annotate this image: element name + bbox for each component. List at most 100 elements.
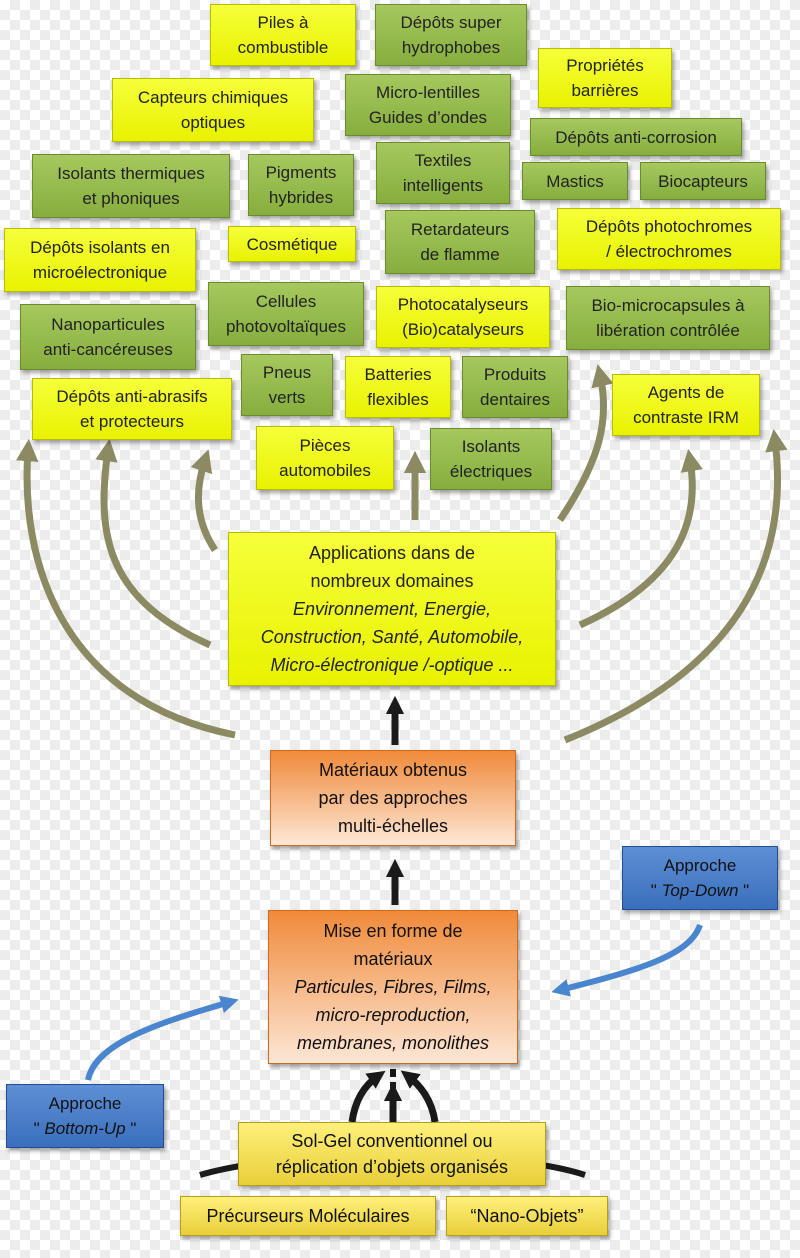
approach-label: Approche	[663, 856, 737, 875]
box-depots-super-hydrophobes: Dépôts super hydrophobes	[375, 4, 527, 66]
box-line: Pigments	[265, 163, 337, 182]
box-isolants-thermiques: Isolants thermiques et phoniques	[32, 154, 230, 218]
materiaux-line: multi-échelles	[337, 816, 449, 836]
materiaux-obtenus-box: Matériaux obtenus par des approches mult…	[270, 750, 516, 846]
mise-italic-line: micro-reproduction,	[315, 1005, 471, 1025]
mise-title-line: matériaux	[353, 949, 433, 969]
box-line: (Bio)catalyseurs	[402, 320, 524, 339]
box-line: Guides d’ondes	[368, 108, 488, 127]
box-agents-contraste-irm: Agents de contraste IRM	[612, 374, 760, 436]
box-line: Dépôts isolants en	[30, 238, 170, 257]
precurseurs-moleculaires-box: Précurseurs Moléculaires	[180, 1196, 436, 1236]
box-line: verts	[268, 388, 306, 407]
box-isolants-electriques: Isolants électriques	[430, 428, 552, 490]
olive-arrow-left-inner	[190, 449, 218, 552]
box-line: Batteries	[364, 365, 432, 384]
box-line: Pièces	[299, 436, 351, 455]
approach-line2: " Bottom-Up "	[34, 1116, 137, 1141]
box-line: Propriétés	[566, 56, 644, 75]
box-line: Pneus	[262, 363, 312, 382]
box-line: Produits	[483, 365, 547, 384]
olive-arrow-right-mid	[578, 448, 703, 629]
central-title-line: Applications dans de	[308, 543, 476, 563]
central-applications-box: Applications dans de nombreux domaines E…	[228, 532, 556, 686]
box-line: microélectronique	[32, 263, 168, 282]
materiaux-line: par des approches	[318, 788, 468, 808]
box-line: Bio-microcapsules à	[591, 296, 745, 315]
box-line: Photocatalyseurs	[397, 295, 529, 314]
box-pigments-hybrides: Pigments hybrides	[248, 154, 354, 216]
olive-arrow-left-mid	[95, 438, 212, 649]
box-line: Dépôts photochromes	[585, 217, 753, 236]
box-line: Biocapteurs	[658, 171, 748, 191]
box-line: Piles à	[257, 13, 309, 32]
black-arrow-solgel-left	[348, 1070, 386, 1123]
box-line: Dépôts anti-abrasifs	[56, 387, 208, 406]
box-retardateurs-de-flamme: Retardateurs de flamme	[385, 210, 535, 274]
quote-open: "	[33, 1119, 45, 1138]
box-pneus-verts: Pneus verts	[241, 354, 333, 416]
box-line: contraste IRM	[633, 408, 739, 427]
box-line: hydrophobes	[401, 38, 501, 57]
central-italic-line: Micro-électronique /-optique ...	[270, 655, 514, 675]
box-line: et protecteurs	[80, 412, 184, 431]
blue-arrow-top-down	[551, 923, 703, 997]
box-line: combustible	[237, 38, 329, 57]
box-cosmetique: Cosmétique	[228, 226, 356, 262]
box-line: dentaires	[480, 390, 550, 409]
box-line: optiques	[180, 113, 246, 132]
box-line: Micro-lentilles	[376, 83, 480, 102]
olive-arrow-left-outer	[16, 438, 236, 739]
nano-objets-box: “Nano-Objets”	[446, 1196, 608, 1236]
box-line: hybrides	[268, 188, 334, 207]
box-depots-photochromes: Dépôts photochromes / électrochromes	[557, 208, 781, 270]
box-line: Dépôts anti-corrosion	[555, 127, 717, 147]
quote-open: "	[650, 881, 662, 900]
box-line: Capteurs chimiques	[137, 88, 289, 107]
box-line: Isolants thermiques	[57, 164, 205, 183]
box-depots-anti-abrasifs: Dépôts anti-abrasifs et protecteurs	[32, 378, 232, 440]
box-line: et phoniques	[82, 189, 180, 208]
box-biocapteurs: Biocapteurs	[640, 162, 766, 200]
central-title-line: nombreux domaines	[310, 571, 474, 591]
box-line: Textiles	[414, 151, 472, 170]
box-line: Nanoparticules	[51, 315, 165, 334]
approach-type: Top-Down	[661, 881, 739, 900]
approach-type: Bottom-Up	[44, 1119, 126, 1138]
box-line: Isolants	[461, 437, 521, 456]
box-line: électriques	[449, 462, 533, 481]
box-piles-combustible: Piles à combustible	[210, 4, 356, 66]
box-line: Mastics	[546, 171, 604, 191]
box-mastics: Mastics	[522, 162, 628, 200]
sol-gel-box: Sol-Gel conventionnel ou réplication d’o…	[238, 1122, 546, 1186]
approche-bottom-up-box: Approche " Bottom-Up "	[6, 1084, 164, 1148]
quote-close: "	[738, 881, 750, 900]
box-batteries-flexibles: Batteries flexibles	[345, 356, 451, 418]
nano-objets-label: “Nano-Objets”	[470, 1206, 584, 1226]
box-line: Dépôts super	[400, 13, 502, 32]
mise-en-forme-box: Mise en forme de matériaux Particules, F…	[268, 910, 518, 1064]
approach-line2: " Top-Down "	[651, 878, 749, 903]
box-cellules-photovoltaiques: Cellules photovoltaïques	[208, 282, 364, 346]
precurseurs-label: Précurseurs Moléculaires	[206, 1206, 410, 1226]
box-line: Cosmétique	[246, 234, 338, 254]
box-line: de flamme	[420, 245, 500, 264]
blue-arrow-bottom-up	[85, 995, 239, 1081]
box-depots-isolants: Dépôts isolants en microélectronique	[4, 228, 196, 292]
mise-italic-line: Particules, Fibres, Films,	[294, 977, 492, 997]
box-nanoparticules: Nanoparticules anti-cancéreuses	[20, 304, 196, 370]
olive-arrow-right-outer	[563, 428, 788, 744]
sol-gel-line: Sol-Gel conventionnel ou	[291, 1131, 493, 1151]
mise-title-line: Mise en forme de	[323, 921, 463, 941]
black-arrow-solgel-right	[400, 1070, 439, 1123]
box-micro-lentilles: Micro-lentilles Guides d’ondes	[345, 74, 511, 136]
approach-label: Approche	[48, 1094, 122, 1113]
materiaux-line: Matériaux obtenus	[318, 760, 468, 780]
box-line: Retardateurs	[410, 220, 510, 239]
box-line: / électrochromes	[606, 242, 732, 261]
mise-italic-line: membranes, monolithes	[296, 1033, 490, 1053]
box-line: flexibles	[367, 390, 429, 409]
box-bio-microcapsules: Bio-microcapsules à libération contrôlée	[566, 286, 770, 350]
box-line: photovoltaïques	[225, 317, 347, 336]
olive-arrow-right-inner	[557, 364, 614, 522]
